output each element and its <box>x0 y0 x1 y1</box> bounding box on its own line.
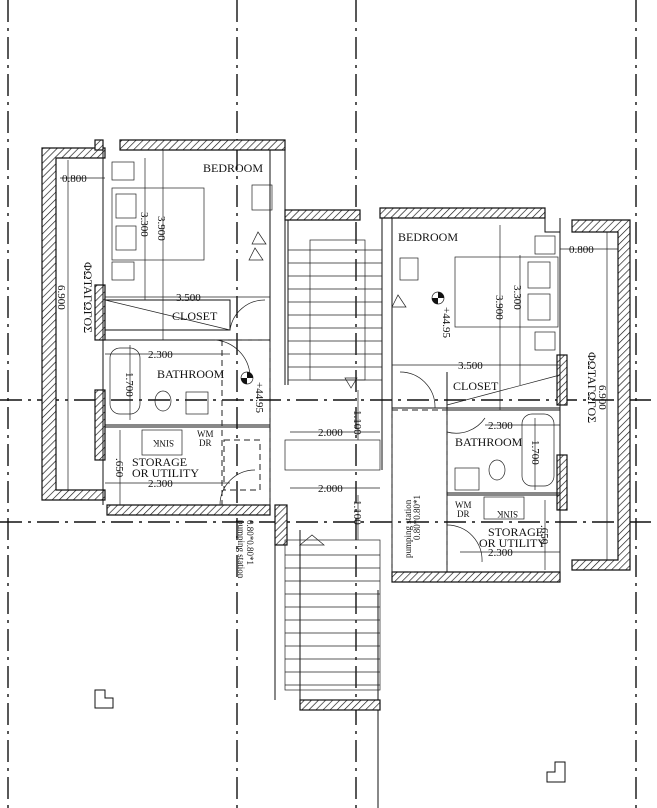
stairwell <box>274 209 383 808</box>
dim-right-bedroom-depth: 3.900 <box>493 295 505 320</box>
dim-right-tub: 1.700 <box>529 440 541 465</box>
dim-right-storage-width: 2.300 <box>488 547 513 559</box>
right-storage-label-2: OR UTILITY <box>479 536 546 550</box>
right-pumping-label: pumping station <box>403 499 413 558</box>
dim-left-lightwell-w: 0.800 <box>62 173 87 185</box>
dim-left-storage-width: 2.300 <box>148 478 173 490</box>
right-lightwell-label: ΦΩΤΑΓΩΓΟΣ <box>585 352 599 423</box>
right-closet-label: CLOSET <box>453 379 499 393</box>
right-pumping-size: 0.80*0.80*1 <box>412 495 422 540</box>
dim-landing-width-1: 2.000 <box>318 427 343 439</box>
left-wm-label: WM <box>197 429 214 439</box>
left-closet-label: CLOSET <box>172 309 218 323</box>
dim-left-bedroom-depth: 3.900 <box>155 216 167 241</box>
left-lightwell-label: ΦΩΤΑΓΩΓΟΣ <box>81 262 95 333</box>
dim-left-tub: 1.700 <box>123 372 135 397</box>
left-storage-label-2: OR UTILITY <box>132 466 199 480</box>
dim-right-room-width: 3.500 <box>458 360 483 372</box>
left-bedroom-label: BEDROOM <box>203 161 263 175</box>
left-pumping-size: 0.80*0.80*1 <box>245 520 255 565</box>
left-level-label: +44.95 <box>253 382 265 413</box>
right-sink-label: SINK <box>496 509 518 519</box>
dim-landing-depth-2: 1.100 <box>351 500 363 525</box>
left-unit <box>41 139 286 516</box>
grid-marker-left <box>94 689 114 709</box>
dim-right-storage-depth: .650 <box>538 525 550 545</box>
dim-left-storage-depth: .650 <box>113 458 125 478</box>
right-storage-label: STORAGE <box>488 525 543 539</box>
right-bedroom-label: BEDROOM <box>398 230 458 244</box>
dim-right-lightwell-w: 0.800 <box>569 244 594 256</box>
right-dr-label: DR <box>457 509 470 519</box>
dim-left-room-width: 3.500 <box>176 292 201 304</box>
left-bathroom-label: BATHROOM <box>157 367 225 381</box>
left-dr-label: DR <box>199 438 212 448</box>
left-sink-label: SINK <box>152 438 174 448</box>
dim-right-bath-width: 2.300 <box>488 420 513 432</box>
dim-left-lightwell-length: 6.900 <box>55 285 67 310</box>
right-unit <box>379 207 631 583</box>
dim-landing-width-2: 2.000 <box>318 483 343 495</box>
right-level-label: +44.95 <box>440 307 452 338</box>
dim-right-lightwell-length: 6.900 <box>596 385 608 410</box>
left-storage-label: STORAGE <box>132 455 187 469</box>
right-wm-label: WM <box>455 500 472 510</box>
left-pumping-label: pumping station <box>236 520 246 579</box>
dim-landing-depth-1: 1.100 <box>351 410 363 435</box>
dim-right-bed-length: 3.300 <box>511 285 523 310</box>
dim-left-bath-width: 2.300 <box>148 349 173 361</box>
right-bathroom-label: BATHROOM <box>455 435 523 449</box>
dim-left-bed-length: 3.300 <box>138 212 150 237</box>
grid-marker-right <box>546 761 566 783</box>
